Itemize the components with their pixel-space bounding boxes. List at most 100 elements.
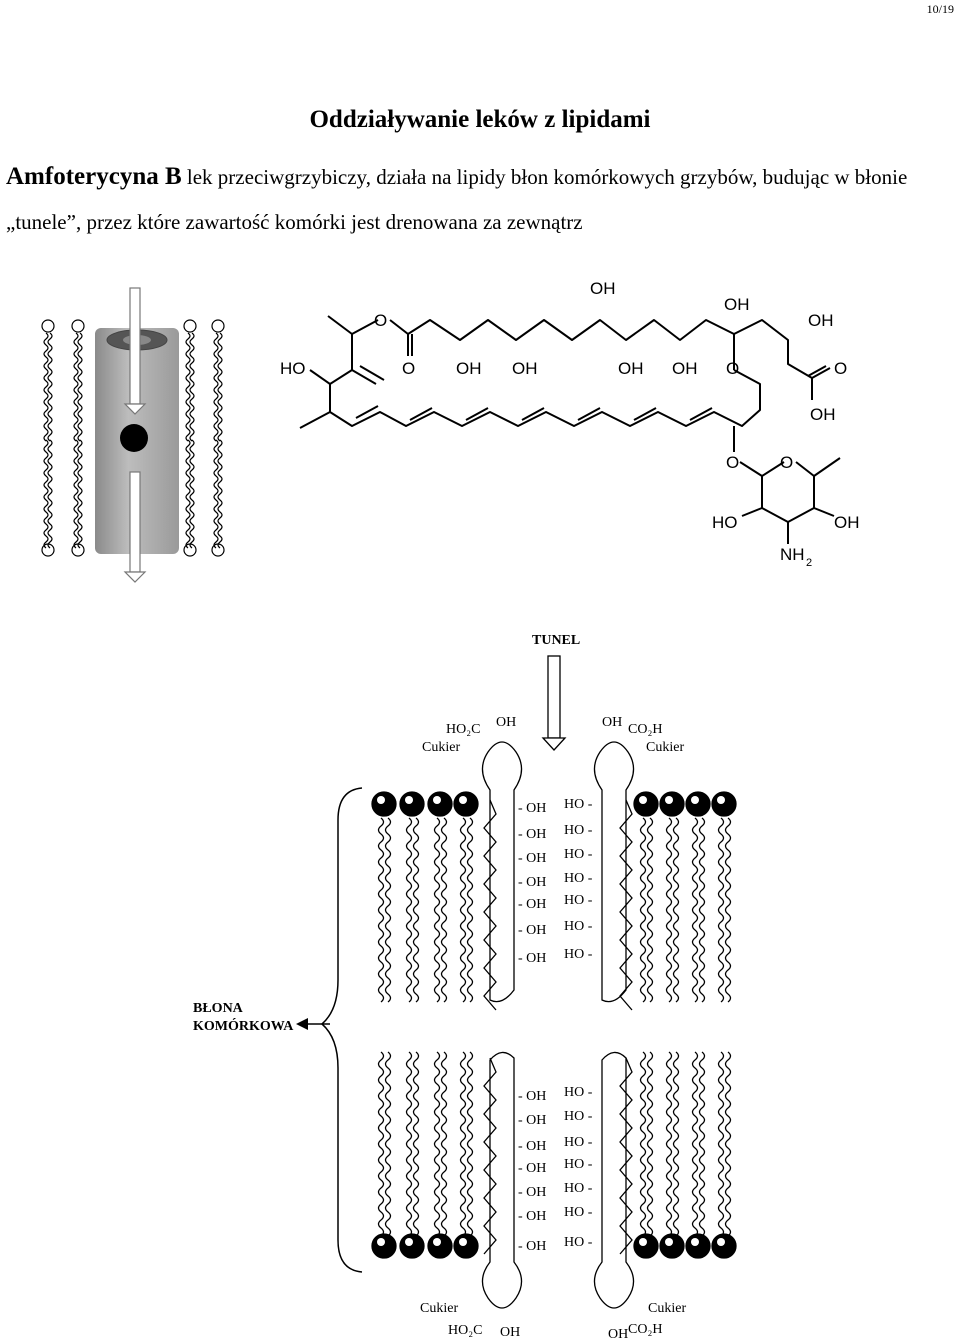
lipid-tail	[691, 1051, 699, 1237]
lipid-tail	[377, 817, 385, 1003]
lipid-tail	[665, 817, 673, 1003]
oh-group-left: - OH	[518, 851, 546, 866]
polyene-chain	[619, 1057, 633, 1255]
lipid-tail	[185, 332, 191, 442]
ho-group-right: HO -	[564, 1135, 593, 1150]
ion-particle	[120, 424, 148, 452]
lipid-head-top	[711, 791, 737, 817]
lipid-tail	[213, 439, 219, 549]
lipid-tail	[440, 1051, 448, 1237]
lipid-tail	[440, 817, 448, 1003]
oh-group-left: - OH	[518, 1139, 546, 1154]
lipid-tail	[433, 1051, 441, 1237]
oh-group-left: - OH	[518, 827, 546, 842]
lipid-head-top	[399, 791, 425, 817]
lipid-head-bottom	[399, 1233, 425, 1259]
label-oh-2: OH	[724, 295, 750, 314]
top-right-oh: OH	[602, 715, 622, 730]
lipid-tail	[217, 332, 223, 442]
lipid-head-top	[659, 791, 685, 817]
lipid-tail	[433, 817, 441, 1003]
ho-group-right: HO -	[564, 1085, 593, 1100]
polyene-chain	[483, 1057, 497, 1255]
lipid-tail	[724, 817, 732, 1003]
lipid-tail	[665, 1051, 673, 1237]
ho-group-right: HO -	[564, 847, 593, 862]
lipid-tail	[73, 332, 79, 442]
label-o-3: O	[726, 359, 739, 378]
ho-group-right: HO -	[564, 1109, 593, 1124]
amphotericin-capsule	[481, 741, 523, 1003]
lipid-tail	[639, 817, 647, 1003]
oh-group-left: - OH	[518, 1089, 546, 1104]
oh-group-left: - OH	[518, 1185, 546, 1200]
lipid-head-top	[41, 319, 55, 333]
bottom-right-oh: OH	[608, 1327, 628, 1340]
ho-group-right: HO -	[564, 1205, 593, 1220]
label-oh-6: OH	[618, 359, 644, 378]
lipid-tail	[466, 817, 474, 1003]
polyene-chain	[483, 799, 497, 1011]
lipid-tail	[724, 1051, 732, 1237]
oh-group-left: - OH	[518, 1161, 546, 1176]
lipid-tail	[717, 817, 725, 1003]
label-oh-4: OH	[456, 359, 482, 378]
lipid-head-top	[71, 319, 85, 333]
label-o-6: O	[780, 453, 793, 472]
top-right-sugar: Cukier	[646, 740, 684, 755]
top-left-acid: HO₂C	[446, 722, 480, 737]
lipid-tail	[43, 439, 49, 549]
lipid-tail	[691, 817, 699, 1003]
lipid-head-top	[685, 791, 711, 817]
membrane-label-1: BŁONA	[193, 1001, 244, 1016]
lipid-head-top	[371, 791, 397, 817]
lipid-tail	[639, 1051, 647, 1237]
lipid-tail	[405, 1051, 413, 1237]
oh-group-left: - OH	[518, 875, 546, 890]
label-oh-8: OH	[810, 405, 836, 424]
amphotericin-capsule	[593, 1051, 635, 1309]
lipid-head-top	[427, 791, 453, 817]
lipid-tail	[185, 439, 191, 549]
label-oh-5: OH	[512, 359, 538, 378]
lipid-head-bottom	[427, 1233, 453, 1259]
lipid-head-top	[183, 319, 197, 333]
ho-group-right: HO -	[564, 797, 593, 812]
ho-group-right: HO -	[564, 1181, 593, 1196]
lipid-tail	[43, 332, 49, 442]
bottom-left-sugar: Cukier	[420, 1301, 458, 1316]
lipid-tail	[459, 817, 467, 1003]
label-o-4: O	[834, 359, 847, 378]
lipid-tail	[73, 439, 79, 549]
tunnel-label: TUNEL	[532, 633, 580, 648]
lipid-head-bottom	[633, 1233, 659, 1259]
bottom-left-acid: HO₂C	[448, 1323, 482, 1338]
oh-group-left: - OH	[518, 801, 546, 816]
lipid-head-bottom	[371, 1233, 397, 1259]
lipid-tail	[459, 1051, 467, 1237]
lipid-tail	[77, 332, 83, 442]
lipid-tail	[412, 817, 420, 1003]
intro-text: lek przeciwgrzybiczy, działa na lipidy b…	[6, 165, 908, 234]
lipid-tail	[377, 1051, 385, 1237]
label-sub-2: 2	[806, 557, 812, 569]
bottom-left-oh: OH	[500, 1325, 520, 1340]
oh-group-left: - OH	[518, 1209, 546, 1224]
membrane-brace	[320, 787, 363, 1273]
lipid-tail	[47, 439, 53, 549]
bottom-right-sugar: Cukier	[648, 1301, 686, 1316]
oh-group-left: - OH	[518, 1239, 546, 1254]
drug-name: Amfoterycyna B	[6, 163, 182, 190]
top-left-oh: OH	[496, 715, 516, 730]
ho-group-right: HO -	[564, 893, 593, 908]
bottom-right-acid: CO₂H	[628, 1322, 662, 1337]
oh-group-left: - OH	[518, 923, 546, 938]
lipid-tail	[412, 1051, 420, 1237]
tunnel-arrow	[541, 655, 567, 751]
oh-group-left: - OH	[518, 951, 546, 966]
lipid-head-bottom	[685, 1233, 711, 1259]
lipid-head-top	[453, 791, 479, 817]
lipid-tail	[646, 817, 654, 1003]
lipid-tail	[189, 332, 195, 442]
